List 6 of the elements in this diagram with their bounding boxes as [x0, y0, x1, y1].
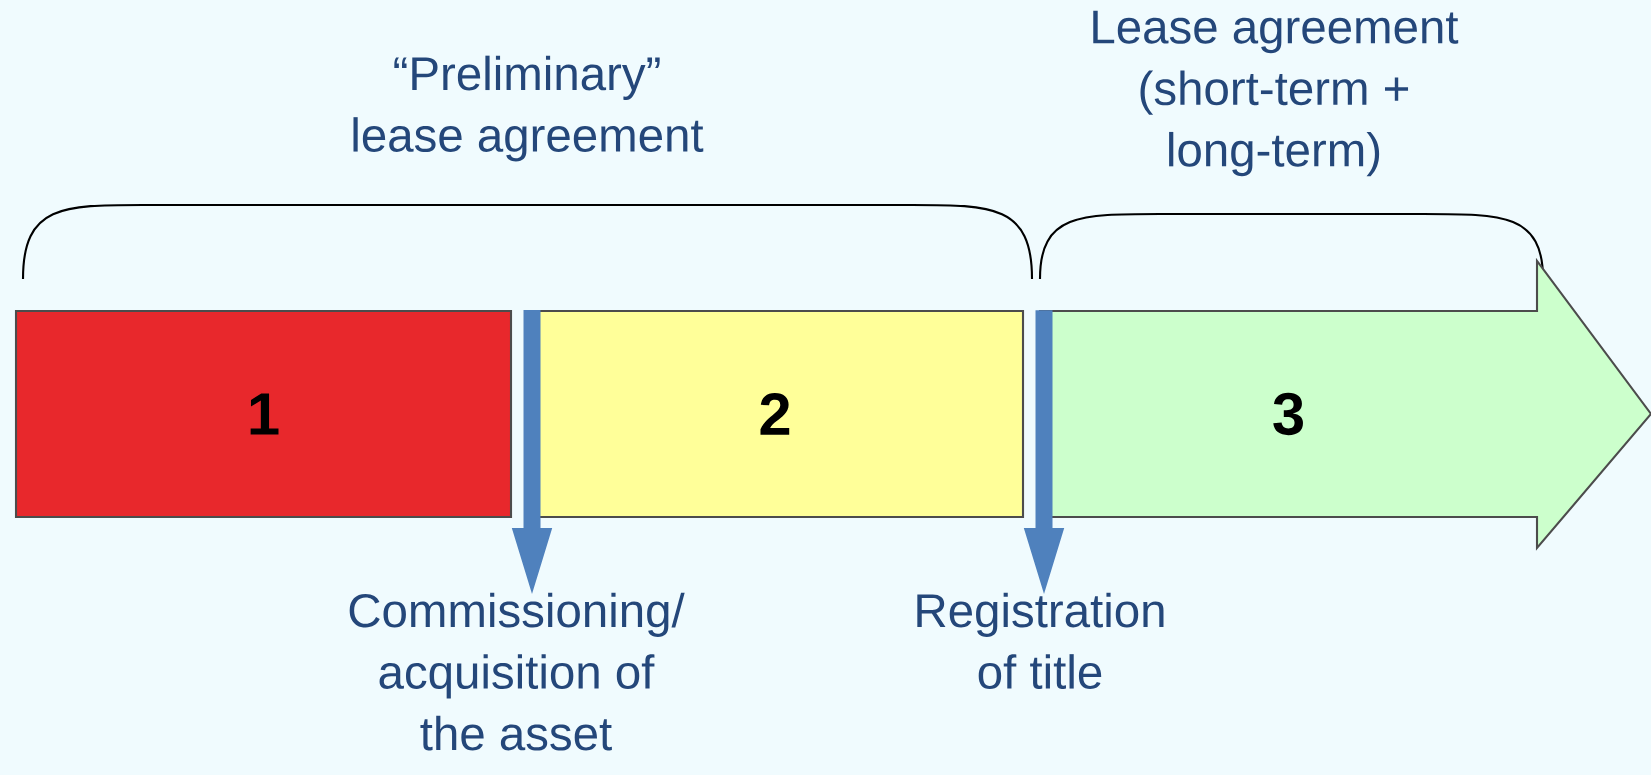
timeline-segment: 2 — [525, 309, 1025, 519]
timeline-segment: 1 — [14, 309, 513, 519]
bracket-label: Lease agreement (short-term + long-term) — [1093, 10, 1459, 177]
milestone-label: Registration of title — [917, 592, 1164, 689]
bracket-label: “Preliminary” lease agreement — [353, 55, 704, 162]
milestone-label: Commissioning/ acquisition of the asset — [349, 592, 685, 751]
